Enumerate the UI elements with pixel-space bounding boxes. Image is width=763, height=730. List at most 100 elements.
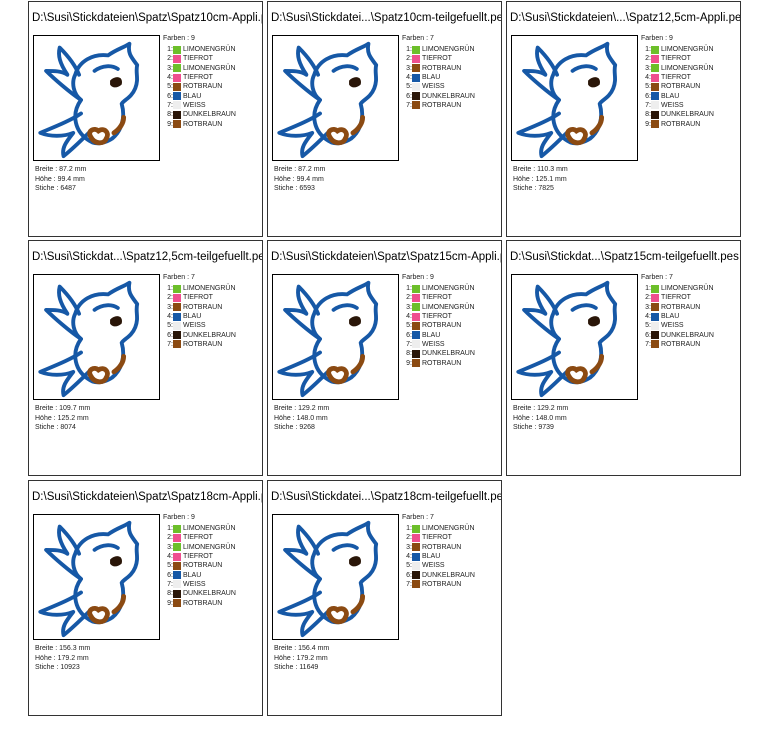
height-stat: Höhe : 125.2 mm	[35, 414, 89, 422]
design-card[interactable]: D:\Susi\Stickdat...\Spatz12,5cm-teilgefu…	[28, 240, 263, 476]
color-legend-item: 7:WEISS	[406, 340, 445, 349]
color-legend-item: 8:DUNKELBRAUN	[167, 110, 236, 119]
color-legend-item: 5:WEISS	[406, 561, 445, 570]
design-card[interactable]: D:\Susi\Stickdateien\Spatz\Spatz10cm-App…	[28, 1, 263, 237]
color-legend-item: 1:LIMONENGRÜN	[167, 284, 236, 293]
width-stat: Breite : 156.3 mm	[35, 645, 91, 652]
color-swatch	[173, 73, 181, 82]
color-legend-item: 6:DUNKELBRAUN	[645, 331, 714, 340]
height-stat: Höhe : 148.0 mm	[274, 414, 328, 422]
color-swatch	[651, 101, 659, 110]
design-card[interactable]: D:\Susi\Stickdateien\Spatz\Spatz15cm-App…	[267, 240, 502, 476]
color-swatch	[412, 321, 420, 330]
design-stats: Breite : 156.4 mm Höhe : 179.2 mm Stiche…	[274, 644, 329, 673]
color-legend-item: 3:ROTBRAUN	[406, 543, 462, 552]
color-swatch	[412, 543, 420, 552]
color-legend-item: 7:WEISS	[645, 101, 684, 110]
color-swatch	[412, 312, 420, 321]
color-swatch	[651, 45, 659, 54]
sparrow-design-icon	[38, 41, 140, 159]
color-swatch	[651, 331, 659, 340]
design-stats: Breite : 87.2 mm Höhe : 99.4 mm Stiche :…	[35, 165, 86, 194]
stitch-count-stat: Stiche : 7825	[513, 185, 554, 192]
color-legend-item: 2:TIEFROT	[406, 533, 452, 542]
file-path-title: D:\Susi\Stickdateien\Spatz\Spatz10cm-App…	[32, 12, 263, 24]
width-stat: Breite : 109.7 mm	[35, 405, 91, 412]
design-card[interactable]: D:\Susi\Stickdatei...\Spatz10cm-teilgefu…	[267, 1, 502, 237]
color-legend-item: 2:TIEFROT	[406, 54, 452, 63]
height-stat: Höhe : 148.0 mm	[513, 414, 567, 422]
color-swatch	[412, 331, 420, 340]
color-swatch	[412, 533, 420, 542]
color-swatch	[651, 73, 659, 82]
design-card[interactable]: D:\Susi\Stickdateien\Spatz\Spatz18cm-App…	[28, 480, 263, 716]
color-legend-item: 2:TIEFROT	[167, 533, 213, 542]
color-legend-item: 3:LIMONENGRÜN	[167, 543, 236, 552]
color-legend-item: 2:TIEFROT	[645, 54, 691, 63]
color-swatch	[412, 64, 420, 73]
color-legend-item: 9:ROTBRAUN	[167, 120, 223, 129]
color-legend-item: 4:TIEFROT	[645, 73, 691, 82]
color-swatch	[651, 110, 659, 119]
height-stat: Höhe : 179.2 mm	[274, 654, 328, 662]
color-swatch	[173, 120, 181, 129]
sparrow-design-icon	[277, 520, 379, 638]
color-legend-item: 2:TIEFROT	[167, 293, 213, 302]
color-swatch	[173, 284, 181, 293]
sparrow-design-icon	[516, 41, 618, 159]
color-swatch	[412, 340, 420, 349]
color-legend-item: 1:LIMONENGRÜN	[406, 284, 475, 293]
width-stat: Breite : 156.4 mm	[274, 645, 330, 652]
color-legend-item: 5:ROTBRAUN	[645, 82, 701, 91]
color-legend-item: 7:WEISS	[167, 580, 206, 589]
height-stat: Höhe : 179.2 mm	[35, 654, 89, 662]
color-legend-item: 2:TIEFROT	[167, 54, 213, 63]
color-legend-item: 4:TIEFROT	[167, 552, 213, 561]
color-swatch	[173, 533, 181, 542]
color-swatch	[173, 101, 181, 110]
color-swatch	[651, 340, 659, 349]
color-swatch	[173, 54, 181, 63]
stitch-count-stat: Stiche : 11649	[274, 664, 319, 671]
color-swatch	[412, 571, 420, 580]
design-preview	[33, 274, 160, 400]
color-swatch	[173, 331, 181, 340]
color-swatch	[412, 284, 420, 293]
color-swatch	[412, 524, 420, 533]
design-card[interactable]: D:\Susi\Stickdat...\Spatz15cm-teilgefuel…	[506, 240, 741, 476]
color-swatch	[412, 293, 420, 302]
height-stat: Höhe : 99.4 mm	[274, 175, 324, 183]
color-legend-item: 4:BLAU	[167, 312, 202, 321]
file-path-title: D:\Susi\Stickdatei...\Spatz18cm-teilgefu…	[271, 491, 502, 503]
design-card[interactable]: D:\Susi\Stickdatei...\Spatz18cm-teilgefu…	[267, 480, 502, 716]
color-swatch	[651, 64, 659, 73]
design-stats: Breite : 87.2 mm Höhe : 99.4 mm Stiche :…	[274, 165, 325, 194]
color-legend-item: 4:TIEFROT	[167, 73, 213, 82]
color-legend-item: 3:ROTBRAUN	[167, 303, 223, 312]
color-count: Farben : 9	[163, 514, 195, 521]
color-swatch	[651, 303, 659, 312]
stitch-count-stat: Stiche : 10923	[35, 664, 80, 671]
color-legend-item: 6:DUNKELBRAUN	[167, 331, 236, 340]
color-swatch	[412, 82, 420, 91]
color-legend-item: 1:LIMONENGRÜN	[167, 524, 236, 533]
color-legend-item: 1:LIMONENGRÜN	[645, 284, 714, 293]
design-preview	[272, 274, 399, 400]
stitch-count-stat: Stiche : 9268	[274, 424, 315, 431]
design-card[interactable]: D:\Susi\Stickdateien\...\Spatz12,5cm-App…	[506, 1, 741, 237]
sparrow-design-icon	[277, 280, 379, 398]
color-legend-item: 7:ROTBRAUN	[406, 101, 462, 110]
color-legend-item: 2:TIEFROT	[645, 293, 691, 302]
color-swatch	[651, 92, 659, 101]
color-swatch	[173, 321, 181, 330]
color-legend-item: 1:LIMONENGRÜN	[645, 45, 714, 54]
color-swatch	[173, 340, 181, 349]
color-legend-item: 8:DUNKELBRAUN	[406, 349, 475, 358]
width-stat: Breite : 87.2 mm	[274, 166, 326, 173]
design-preview	[33, 35, 160, 161]
